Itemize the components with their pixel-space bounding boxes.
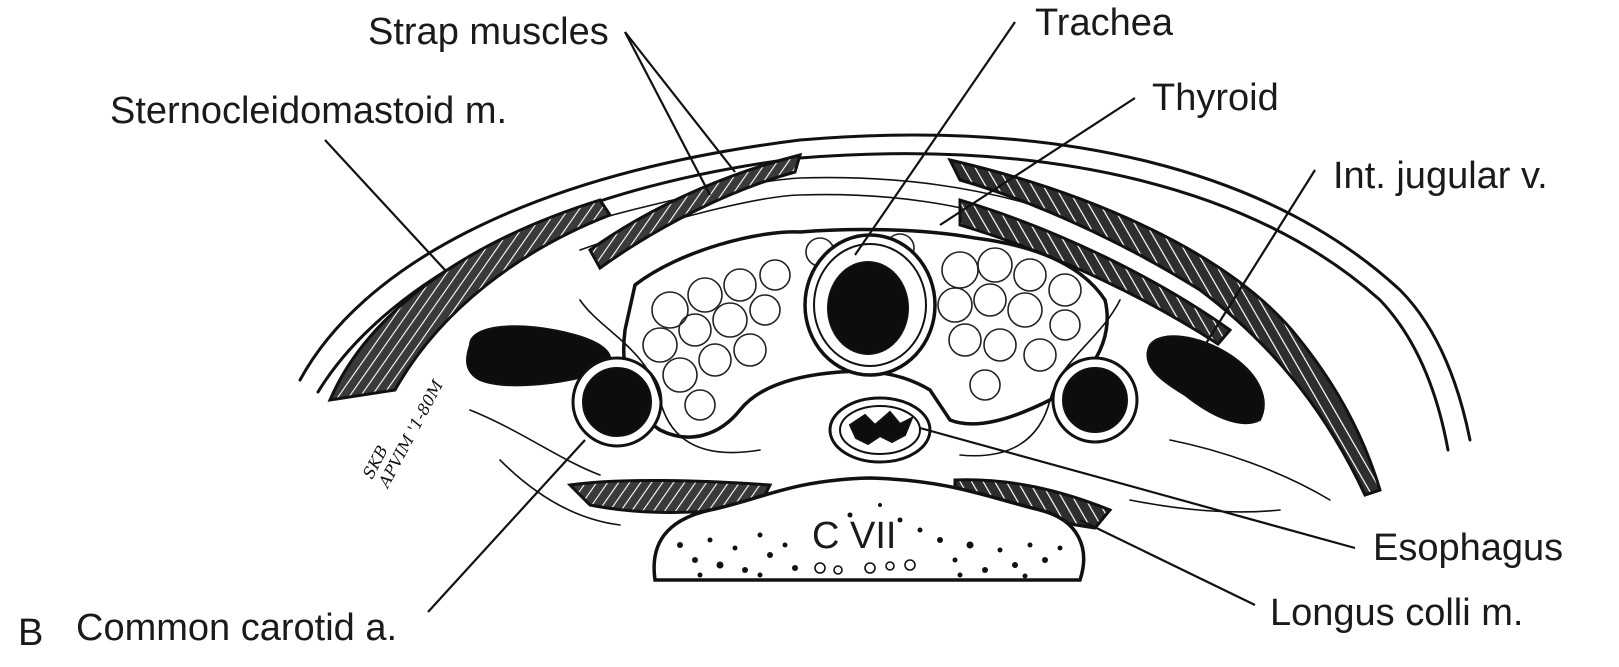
- label-common-carotid: Common carotid a.: [76, 607, 397, 649]
- leader-sternocleidomastoid: [325, 140, 445, 270]
- label-esophagus: Esophagus: [1373, 527, 1563, 569]
- label-thyroid: Thyroid: [1152, 77, 1279, 119]
- leader-strap-muscles-1: [625, 32, 735, 172]
- trachea: [805, 235, 935, 375]
- label-int-jugular: Int. jugular v.: [1333, 155, 1548, 197]
- label-longus-colli: Longus colli m.: [1270, 592, 1523, 634]
- leader-longus-colli: [1080, 520, 1255, 605]
- panel-letter: B: [18, 612, 43, 654]
- label-trachea: Trachea: [1035, 2, 1174, 44]
- label-strap-muscles: Strap muscles: [368, 11, 609, 53]
- esophagus: [830, 398, 930, 462]
- vertebra-label: C VII: [812, 515, 896, 557]
- signature-line-2: APVIM '1-80M: [374, 376, 448, 492]
- label-sternocleidomastoid: Sternocleidomastoid m.: [110, 90, 507, 132]
